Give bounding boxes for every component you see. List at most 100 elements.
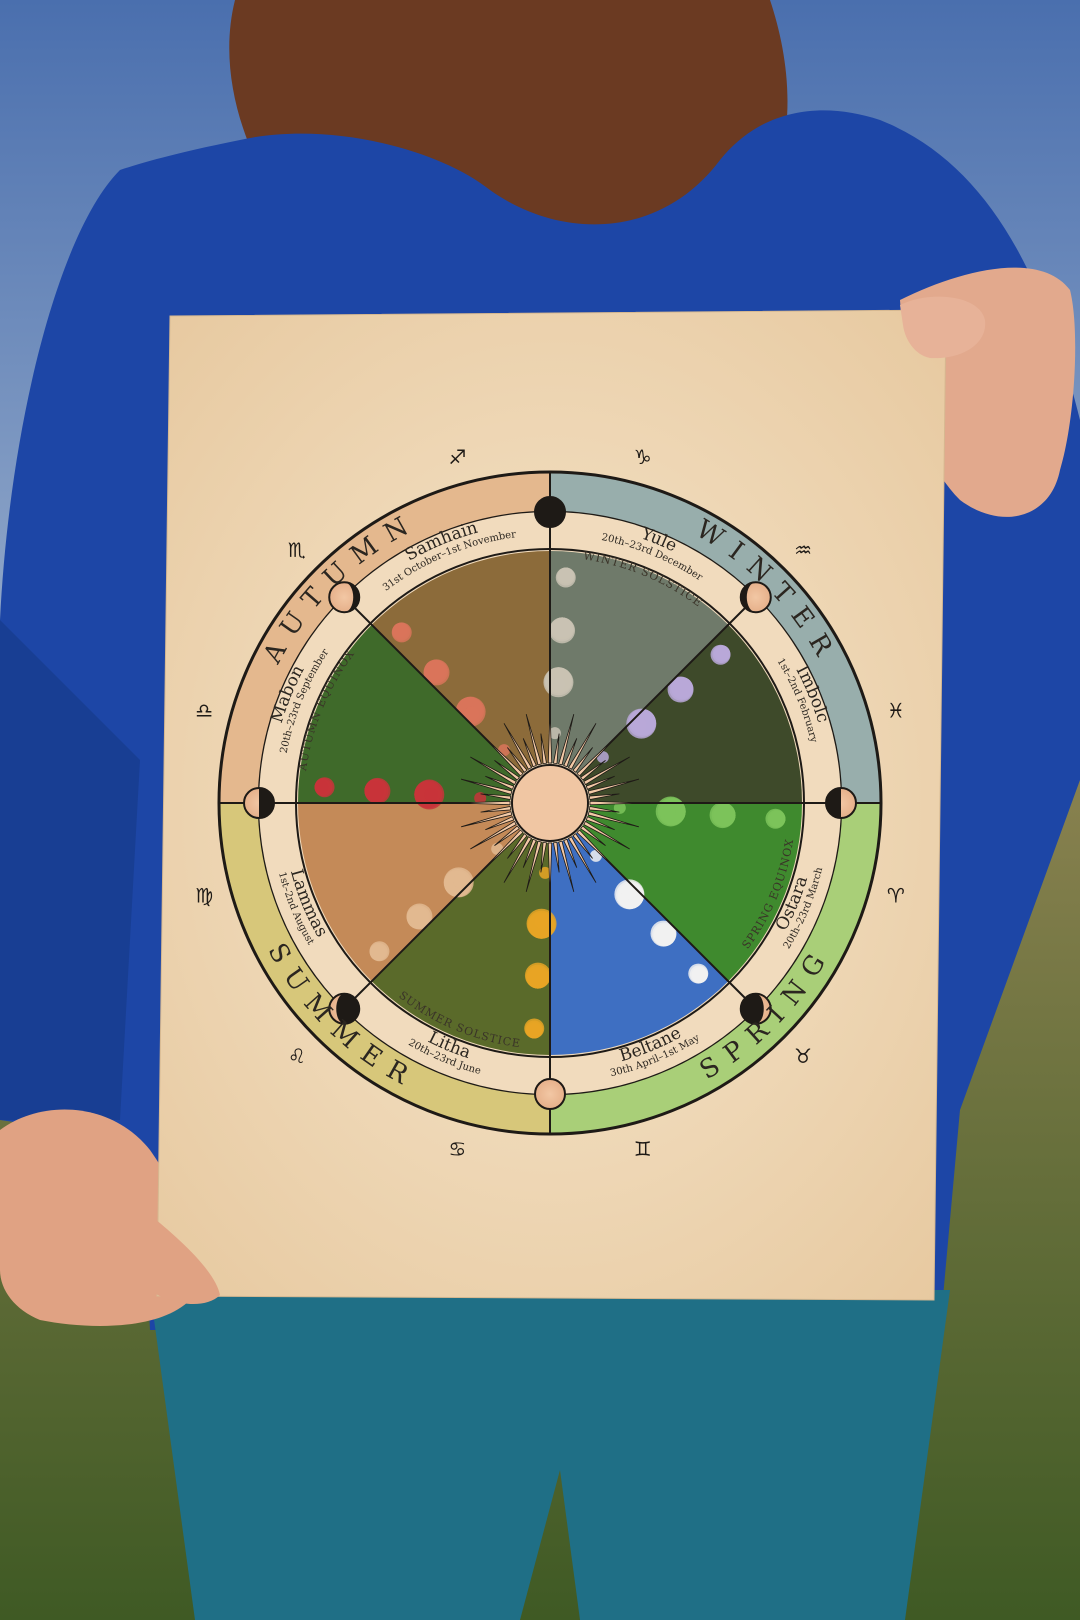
- sun-ray: [470, 820, 517, 850]
- sun-ray: [461, 811, 513, 828]
- photo-detail: [551, 677, 566, 692]
- sun-ray: [563, 738, 578, 768]
- sun-ray: [576, 829, 616, 869]
- sun-ray: [572, 747, 593, 773]
- photo-detail: [661, 804, 676, 819]
- photo-detail: [423, 659, 450, 686]
- zodiac-sign-icon: ♉: [794, 1044, 812, 1068]
- zodiac-sign-icon: ♍: [195, 884, 213, 908]
- sun-ray: [553, 841, 560, 873]
- moon-shadow: [740, 582, 756, 613]
- sun-ray: [522, 838, 537, 868]
- sun-ray: [507, 747, 528, 773]
- photo-detail: [621, 885, 636, 900]
- season-ring: [218, 471, 882, 1135]
- sun-ray: [585, 775, 615, 790]
- photo-detail: [524, 1018, 545, 1039]
- sun-ray: [503, 836, 533, 883]
- moon-waning-gibbous: [328, 992, 361, 1025]
- jeans: [150, 1290, 950, 1620]
- zodiac-sign-icon: ♒: [794, 538, 812, 562]
- sun-ray: [525, 840, 542, 892]
- sun-ray: [588, 793, 620, 800]
- moon-first-quarter: [825, 787, 857, 819]
- zodiac-sign-icon: ♎: [195, 698, 213, 722]
- sun-ray: [525, 714, 542, 766]
- sun-ray: [480, 793, 512, 800]
- sun-ray: [576, 737, 616, 777]
- moon-phases: [243, 496, 857, 1110]
- photo-wedge-beltane: [550, 831, 730, 1055]
- moon-new: [534, 496, 566, 528]
- photo-wedge-mabon: [298, 623, 522, 803]
- sun-ray: [587, 811, 639, 828]
- photo-detail: [549, 617, 576, 644]
- sun-ray: [485, 816, 515, 831]
- moon-shadow: [336, 993, 360, 1024]
- sun-ray: [567, 836, 597, 883]
- left-hand: [0, 1109, 198, 1326]
- zodiac-sign-icon: ♈: [887, 884, 905, 908]
- photo-detail: [474, 792, 487, 805]
- photo-detail: [314, 777, 335, 798]
- photo-detail: [453, 874, 468, 889]
- sun-ray: [484, 737, 524, 777]
- moon-waxing-gibbous: [739, 992, 772, 1025]
- wheel-of-the-year: W I N T E RS P R I N GS U M M E RA U T U…: [195, 445, 905, 1161]
- sun-emblem: [457, 710, 643, 896]
- photo-detail: [765, 808, 786, 829]
- zodiac-sign-icon: ♓: [887, 698, 905, 722]
- photo-wedge-imbolc: [578, 623, 802, 803]
- photo-wedge-yule: [550, 551, 730, 775]
- sun-ray: [588, 806, 620, 813]
- photo-detail: [539, 866, 552, 879]
- photo-wedge-lammas: [298, 803, 522, 983]
- photo-wedge-samhain: [370, 551, 550, 775]
- sun-ray: [494, 825, 520, 846]
- moon-last-quarter: [243, 787, 275, 819]
- left-thumb: [150, 1215, 220, 1305]
- sun-disc: [511, 764, 589, 842]
- sweater-shadow: [0, 620, 140, 1120]
- photo-detail: [406, 903, 433, 930]
- photo-detail: [424, 787, 439, 802]
- photo-wedge-litha: [370, 831, 550, 1055]
- photo-detail: [632, 717, 647, 732]
- zodiac-sign-icon: ♑: [634, 445, 652, 469]
- sun-ray: [553, 733, 560, 765]
- sun-ray: [484, 829, 524, 869]
- sun-ray: [503, 723, 533, 770]
- zodiac-sign-icon: ♋: [448, 1137, 466, 1161]
- sun-ray: [563, 838, 578, 868]
- photo-wedges: [298, 551, 802, 1055]
- moon-shadow: [259, 788, 274, 818]
- zodiac-signs: ♐♑♒♓♈♉♊♋♌♍♎♏: [195, 445, 905, 1161]
- sun-ray: [567, 723, 597, 770]
- sun-ray: [589, 800, 643, 806]
- photo-wedge-ostara: [578, 803, 802, 983]
- sun-ray: [522, 738, 537, 768]
- moon-shadow: [740, 993, 764, 1024]
- photo-detail: [613, 801, 626, 814]
- sun-ray: [547, 842, 553, 896]
- photo-detail: [667, 676, 694, 703]
- sun-ray: [580, 825, 606, 846]
- sun-ray: [558, 840, 575, 892]
- moon-waning-crescent: [328, 581, 361, 614]
- sun-ray: [457, 800, 511, 806]
- zodiac-sign-icon: ♊: [634, 1137, 652, 1161]
- moon-disc: [534, 496, 566, 528]
- sun-ray: [485, 775, 515, 790]
- sun-ray: [480, 806, 512, 813]
- photo-detail: [650, 920, 677, 947]
- photo-detail: [464, 706, 479, 721]
- sun-ray: [583, 820, 630, 850]
- zodiac-sign-icon: ♌: [288, 1044, 306, 1068]
- sun-ray: [587, 778, 639, 795]
- moon-waxing-crescent: [739, 581, 772, 614]
- moon-shadow: [344, 582, 360, 613]
- photo-detail: [688, 963, 709, 984]
- moon-disc: [534, 1078, 566, 1110]
- zodiac-sign-icon: ♐: [448, 445, 466, 469]
